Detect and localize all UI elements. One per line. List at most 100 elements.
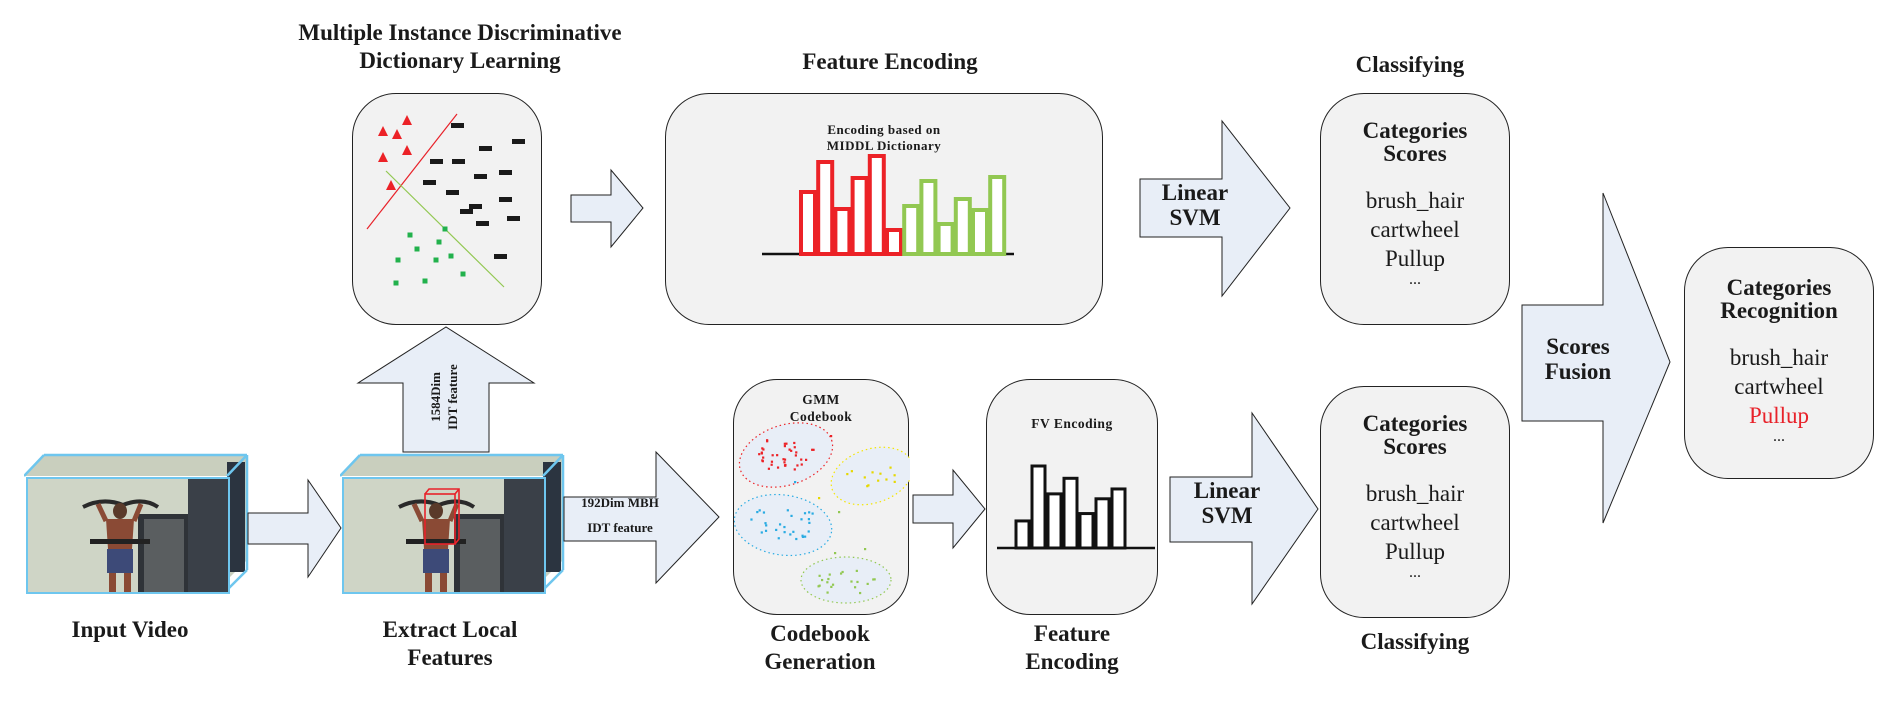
gmm-point bbox=[841, 570, 844, 574]
pullup-scene-illustration bbox=[344, 479, 544, 592]
codebook-generation-label: Codebook Generation bbox=[720, 620, 920, 675]
gmm-point bbox=[761, 460, 764, 463]
black-dash-point bbox=[499, 197, 512, 202]
feature-encoding-bottom-label: Feature Encoding bbox=[972, 620, 1172, 675]
gmm-point bbox=[850, 580, 853, 583]
black-dash-point bbox=[446, 190, 459, 195]
middl-histogram-bar bbox=[919, 179, 938, 256]
gmm-point bbox=[800, 518, 803, 521]
gmm-point bbox=[795, 537, 798, 541]
gmm-point bbox=[783, 458, 787, 461]
arrow-dictionary-to-encoding bbox=[570, 168, 644, 249]
middl-histogram-bar bbox=[988, 175, 1007, 256]
fv-histogram bbox=[997, 464, 1155, 550]
scores-top-heading: Categories Scores bbox=[1321, 119, 1509, 165]
extract-features-thumbnail bbox=[340, 452, 565, 597]
idt-up-line1: 1584Dim bbox=[428, 372, 443, 422]
categories-scores-bottom-box: Categories Scores brush_hair cartwheel P… bbox=[1320, 386, 1510, 618]
linear-svm-top-line2: SVM bbox=[1169, 205, 1221, 231]
gmm-point bbox=[826, 591, 829, 594]
recognition-ellipsis: ... bbox=[1773, 428, 1785, 445]
gmm-point bbox=[783, 445, 786, 448]
black-dash-point bbox=[452, 159, 465, 164]
codebook-generation-line2: Generation bbox=[764, 648, 876, 674]
scores-fusion-line1: Scores bbox=[1546, 334, 1610, 359]
red-triangle-point bbox=[378, 126, 388, 136]
linear-svm-bottom-label: Linear SVM bbox=[1172, 478, 1282, 529]
gmm-point bbox=[793, 441, 796, 445]
gmm-point bbox=[761, 447, 764, 450]
gmm-point bbox=[776, 466, 780, 469]
video-frame-photo bbox=[26, 477, 230, 594]
fv-histogram-bar bbox=[1078, 512, 1095, 550]
gmm-point bbox=[828, 573, 831, 576]
middl-histogram-bar bbox=[867, 154, 886, 256]
scores-bottom-item: Pullup bbox=[1384, 539, 1446, 564]
red-triangle-point bbox=[378, 152, 388, 162]
black-dash-point bbox=[430, 159, 443, 164]
classifying-bottom-title: Classifying bbox=[1360, 629, 1470, 654]
recognition-heading-line1: Categories bbox=[1726, 275, 1832, 300]
local-feature-cube-icon bbox=[424, 488, 460, 545]
green-square-point bbox=[414, 246, 420, 252]
scores-top-heading-line2: Scores bbox=[1383, 141, 1447, 166]
categories-recognition-box: Categories Recognition brush_hair cartwh… bbox=[1684, 247, 1874, 479]
black-dash-point bbox=[494, 254, 507, 259]
gmm-point bbox=[801, 534, 804, 537]
scores-bottom-heading: Categories Scores bbox=[1321, 412, 1509, 458]
gmm-point bbox=[778, 523, 782, 526]
middl-title: Multiple Instance Discriminative Diction… bbox=[245, 19, 675, 74]
gmm-point bbox=[805, 458, 808, 461]
green-square-point bbox=[448, 253, 454, 259]
gmm-outlier-point bbox=[834, 552, 837, 555]
middl-histogram-bar bbox=[850, 176, 869, 256]
gmm-outlier-point bbox=[794, 481, 797, 484]
input-video-label: Input Video bbox=[71, 617, 189, 642]
scores-top-list: brush_hair cartwheel Pullup ... bbox=[1321, 186, 1509, 288]
black-dash-point bbox=[479, 146, 492, 151]
gmm-point bbox=[867, 484, 870, 487]
gmm-point bbox=[793, 446, 796, 449]
linear-svm-bottom-line2: SVM bbox=[1201, 503, 1253, 529]
middl-histogram bbox=[762, 154, 1014, 256]
middl-histogram-bar bbox=[799, 190, 817, 256]
gmm-point bbox=[808, 511, 811, 514]
gmm-point bbox=[855, 569, 858, 572]
fv-histogram-bar bbox=[1030, 464, 1047, 550]
gmm-point bbox=[782, 458, 785, 461]
scores-fusion-label: Scores Fusion bbox=[1528, 334, 1628, 385]
recognition-heading: Categories Recognition bbox=[1685, 276, 1873, 322]
red-triangle-point bbox=[402, 115, 412, 125]
gmm-point bbox=[758, 509, 761, 512]
idt-feature-up-arrow bbox=[356, 326, 536, 453]
gmm-point bbox=[783, 531, 786, 534]
scores-bottom-list: brush_hair cartwheel Pullup ... bbox=[1321, 479, 1509, 581]
black-dash-point bbox=[512, 139, 525, 144]
gmm-point bbox=[846, 472, 849, 476]
black-dash-point bbox=[469, 204, 482, 209]
middl-histogram-bar bbox=[885, 228, 903, 256]
green-square-point bbox=[422, 278, 428, 284]
mbh-label: 192Dim MBH IDT feature bbox=[565, 491, 675, 540]
gmm-clusters bbox=[734, 422, 910, 604]
gmm-point bbox=[785, 442, 788, 445]
red-separator-line bbox=[366, 113, 458, 230]
gmm-point bbox=[794, 454, 797, 457]
linear-svm-top-line1: Linear bbox=[1161, 180, 1229, 205]
scores-top-item: brush_hair bbox=[1365, 188, 1465, 213]
gmm-caption: GMM Codebook bbox=[734, 392, 908, 426]
black-dash-point bbox=[474, 174, 487, 179]
gmm-point bbox=[893, 480, 896, 483]
black-dash-point bbox=[451, 123, 464, 128]
red-triangle-point bbox=[402, 145, 412, 155]
mbh-line2: IDT feature bbox=[587, 519, 653, 535]
fv-histogram-bar bbox=[1046, 492, 1063, 550]
middl-histogram-bar bbox=[816, 160, 835, 256]
linear-svm-top-label: Linear SVM bbox=[1140, 180, 1250, 231]
dictionary-scatter bbox=[366, 113, 525, 288]
gmm-outlier-point bbox=[818, 497, 821, 500]
gmm-point bbox=[859, 591, 862, 595]
linear-svm-bottom-line1: Linear bbox=[1193, 478, 1261, 503]
middl-encoding-caption-line2: MIDDL Dictionary bbox=[826, 138, 942, 154]
scores-bottom-item: cartwheel bbox=[1370, 510, 1460, 535]
